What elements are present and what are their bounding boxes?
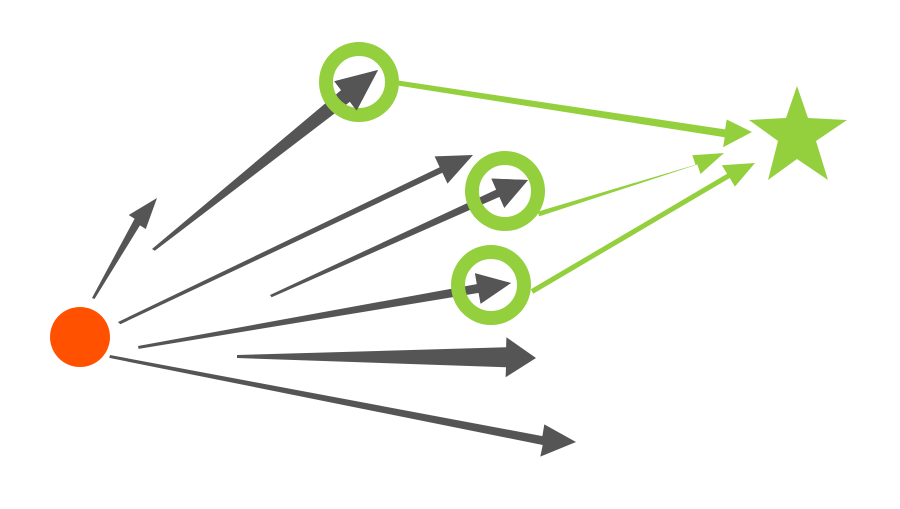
gray-arrow-head [491, 178, 528, 208]
goal-star-icon [749, 86, 847, 180]
checkpoint-ring-icon [319, 42, 399, 122]
checkpoint-ring-icon [451, 245, 531, 325]
gray-arrow [237, 337, 536, 378]
green-arrow [537, 153, 724, 217]
checkpoints [319, 42, 545, 325]
green-arrow [530, 163, 755, 294]
start-filled-circle-icon [50, 307, 110, 367]
gray-arrow [109, 355, 577, 457]
green-arrow [397, 80, 752, 148]
checkpoint-ring-icon [465, 151, 545, 231]
gray-arrow [152, 70, 378, 251]
gray-arrow [118, 155, 473, 325]
gray-arrow-head [475, 273, 511, 304]
gray-arrow [138, 273, 511, 349]
gray-arrow [270, 178, 528, 298]
gray-arrow [92, 198, 157, 299]
gray-arrow-head [334, 70, 378, 111]
gray-arrow-heads [334, 70, 528, 304]
gray-arrows [92, 70, 577, 457]
green-arrows [397, 80, 755, 294]
